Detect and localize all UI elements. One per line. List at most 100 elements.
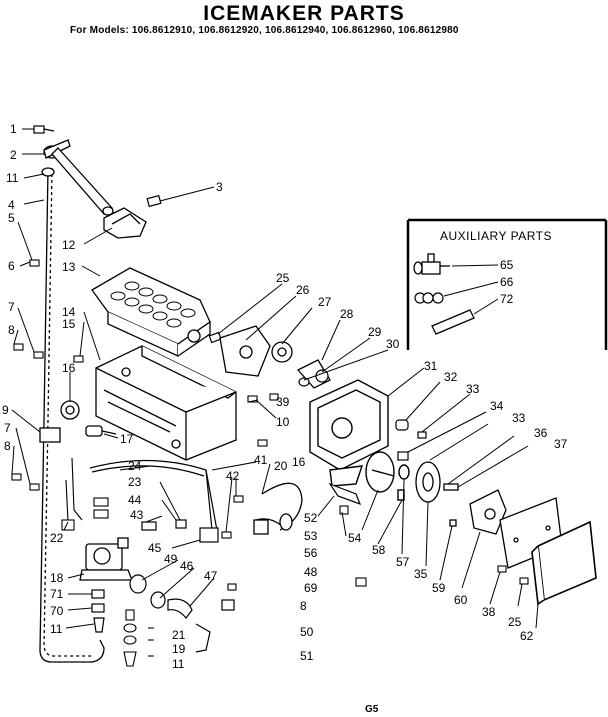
callout-41: 41 — [254, 453, 268, 467]
timing-gear — [415, 461, 459, 503]
callout-23: 23 — [128, 475, 142, 489]
auxiliary-valve — [413, 253, 450, 275]
models-subtitle: For Models: 106.8612910, 106.8612920, 10… — [70, 25, 459, 36]
fill-fitting — [129, 519, 235, 653]
tube-fitting — [123, 609, 154, 667]
diagram-title: ICEMAKER PARTS — [203, 2, 405, 25]
callout-66: 66 — [500, 275, 514, 289]
callout-25b: 25 — [508, 615, 522, 629]
callout-8c: 8 — [300, 599, 307, 613]
wiring-harness — [89, 459, 219, 543]
callout-43: 43 — [130, 508, 144, 522]
callout-45: 45 — [148, 541, 162, 555]
mold-support — [219, 325, 331, 389]
water-valve — [79, 537, 133, 581]
callout-15: 15 — [62, 317, 76, 331]
callout-13: 13 — [62, 260, 76, 274]
callout-53: 53 — [304, 529, 318, 543]
callout-32: 32 — [444, 370, 458, 384]
callout-11: 11 — [6, 171, 19, 185]
callout-18: 18 — [50, 571, 64, 585]
shutoff-parts — [395, 419, 427, 461]
callout-58: 58 — [372, 543, 386, 557]
callout-60: 60 — [454, 593, 468, 607]
callout-37: 37 — [554, 437, 568, 451]
page-code: G5 — [365, 704, 379, 715]
callout-46: 46 — [180, 559, 194, 573]
ejector-shaft — [51, 147, 114, 216]
screw-part — [146, 194, 162, 208]
callout-24: 24 — [128, 459, 142, 473]
callout-11b: 11 — [50, 622, 63, 636]
callout-30: 30 — [386, 337, 400, 351]
screw-part — [208, 331, 222, 344]
callout-17: 17 — [120, 432, 134, 446]
callout-44: 44 — [128, 493, 142, 507]
bracket-part — [103, 207, 147, 239]
callout-38: 38 — [482, 605, 496, 619]
callout-72: 72 — [500, 292, 514, 306]
callout-31: 31 — [424, 359, 438, 373]
callout-50: 50 — [300, 625, 314, 639]
callout-11c: 11 — [172, 657, 185, 671]
heater-connector — [85, 425, 117, 437]
callout-5: 5 — [8, 211, 15, 225]
callout-62: 62 — [520, 629, 534, 643]
callout-65: 65 — [500, 258, 514, 272]
callout-10: 10 — [276, 415, 290, 429]
callout-1: 1 — [10, 122, 17, 136]
callout-42: 42 — [226, 469, 240, 483]
callout-12: 12 — [62, 238, 76, 252]
callout-57: 57 — [396, 555, 410, 569]
auxiliary-parts-title: AUXILIARY PARTS — [440, 229, 552, 243]
screw-part — [11, 259, 84, 491]
callout-7b: 7 — [4, 421, 11, 435]
control-housing — [309, 379, 389, 487]
motor-harness — [253, 482, 303, 535]
ice-tray — [91, 267, 211, 358]
callout-29: 29 — [368, 325, 382, 339]
callout-22: 22 — [50, 531, 64, 545]
screw-part — [497, 565, 529, 585]
callout-8b: 8 — [4, 439, 11, 453]
callout-36: 36 — [534, 426, 548, 440]
callout-39: 39 — [276, 395, 290, 409]
callout-35: 35 — [414, 567, 428, 581]
callout-16: 16 — [62, 361, 76, 375]
callout-26: 26 — [296, 283, 310, 297]
callout-19: 19 — [172, 642, 186, 656]
callout-69: 69 — [304, 581, 318, 595]
callout-59: 59 — [432, 581, 446, 595]
thermostat-part — [60, 400, 80, 420]
callout-33: 33 — [466, 382, 480, 396]
leader-lines — [11, 128, 539, 629]
callout-48: 48 — [304, 565, 318, 579]
callout-8: 8 — [8, 323, 15, 337]
callout-49: 49 — [164, 552, 178, 566]
callout-16b: 16 — [292, 455, 306, 469]
callout-9: 9 — [2, 403, 9, 417]
callout-labels: 1 2 11 3 4 5 12 13 6 7 8 14 15 16 9 7 8 … — [2, 122, 568, 671]
callout-20: 20 — [274, 459, 288, 473]
drive-motor — [365, 451, 410, 501]
screw-part — [33, 125, 55, 134]
callout-6: 6 — [8, 259, 15, 273]
callout-25: 25 — [276, 271, 290, 285]
callout-70: 70 — [50, 604, 64, 618]
callout-21: 21 — [172, 628, 186, 642]
callout-27: 27 — [318, 295, 332, 309]
callout-7: 7 — [8, 300, 15, 314]
callout-4: 4 — [8, 198, 15, 212]
shutoff-arm — [328, 482, 362, 506]
screw-part — [221, 393, 367, 591]
callout-3: 3 — [216, 180, 223, 194]
callout-28: 28 — [340, 307, 354, 321]
connector-wires — [61, 457, 109, 531]
callout-71: 71 — [50, 587, 64, 601]
timing-switch — [449, 489, 507, 535]
callout-2: 2 — [10, 148, 17, 162]
callout-56: 56 — [304, 546, 318, 560]
auxiliary-nuts — [414, 292, 444, 304]
callout-34: 34 — [490, 399, 504, 413]
